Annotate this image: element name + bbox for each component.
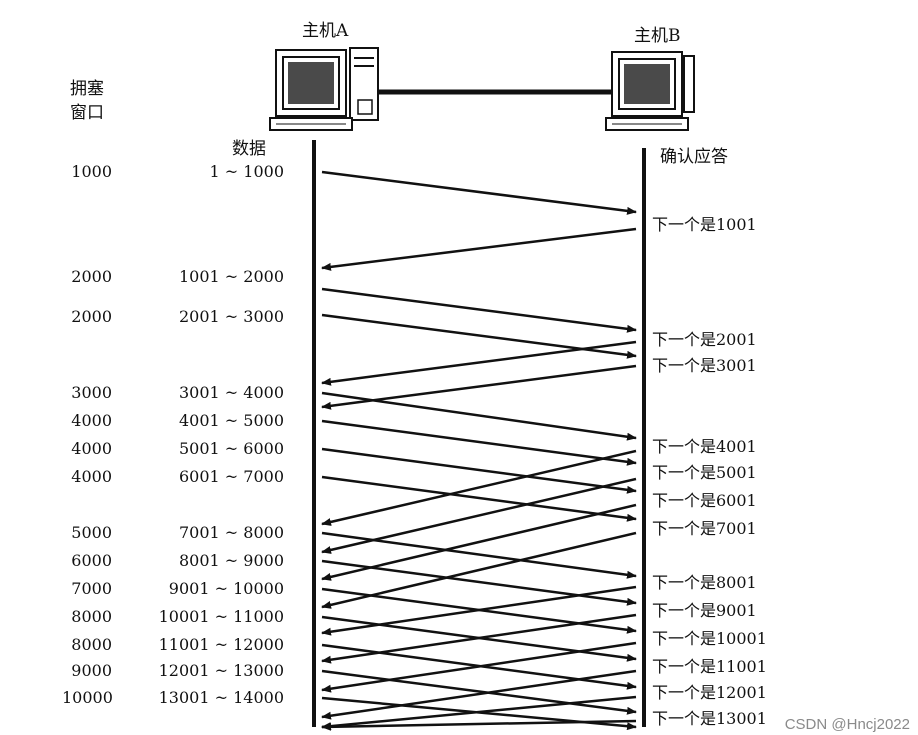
cwnd-value: 4000 [71,467,112,486]
ack-arrow [321,227,637,271]
data-segment-arrow [321,287,637,333]
data-range: 3001 ~ 4000 [178,383,284,402]
ack-label: 下一个是10001 [652,629,767,648]
ack-arrow [321,719,637,731]
ack-arrow [321,585,637,636]
data-range: 11001 ~ 12000 [158,635,284,654]
ack-arrow [321,477,637,554]
ack-label: 下一个是12001 [652,683,767,702]
cwnd-value: 6000 [71,551,112,570]
ack-arrow [321,613,637,664]
ack-label: 下一个是4001 [652,437,757,456]
packet-arrows [321,170,637,731]
host-a-label: 主机A [302,21,349,41]
ack-arrow [321,364,637,410]
cwnd-title-line1: 拥塞 [70,79,104,99]
cwnd-value: 4000 [71,439,112,458]
cwnd-value: 3000 [71,383,112,402]
ack-arrow [321,641,637,693]
data-range: 8001 ~ 9000 [178,551,284,570]
cwnd-value: 10000 [62,688,113,707]
data-title: 数据 [232,139,266,159]
ack-label: 下一个是6001 [652,491,757,510]
cwnd-value: 2000 [71,307,112,326]
computer-b-icon [605,51,695,131]
host-b-label: 主机B [634,26,681,46]
data-segment-arrow [321,170,637,215]
cwnd-value: 4000 [71,411,112,430]
cwnd-value: 7000 [71,579,112,598]
cwnd-value: 1000 [71,162,112,181]
data-range: 10001 ~ 11000 [158,607,284,626]
data-range: 2001 ~ 3000 [178,307,284,326]
cwnd-value: 5000 [71,523,112,542]
data-range: 1 ~ 1000 [209,162,284,181]
cwnd-value: 8000 [71,607,112,626]
data-segment-arrow [321,447,637,494]
data-segment-arrow [321,419,637,466]
data-range: 1001 ~ 2000 [178,267,284,286]
ack-label: 下一个是1001 [652,215,757,234]
watermark: CSDN @Hncj2022 [782,716,912,733]
computer-a-icon [269,47,379,131]
data-segment-arrow [321,313,637,359]
data-segment-arrow [321,669,637,715]
ack-label: 下一个是8001 [652,573,757,592]
cwnd-value: 8000 [71,635,112,654]
ack-arrow [321,503,637,581]
ack-arrow [321,340,637,386]
ack-label: 下一个是13001 [652,709,767,728]
data-segment-arrow [321,475,637,522]
ack-label: 下一个是2001 [652,330,757,349]
ack-title: 确认应答 [660,147,728,167]
data-range: 12001 ~ 13000 [158,661,284,680]
cwnd-title-line2: 窗口 [70,103,104,123]
ack-arrow [321,695,637,731]
cwnd-value: 2000 [71,267,112,286]
ack-label: 下一个是3001 [652,356,757,375]
data-range: 13001 ~ 14000 [158,688,284,707]
ack-label: 下一个是11001 [652,657,767,676]
data-range: 7001 ~ 8000 [178,523,284,542]
ack-label: 下一个是9001 [652,601,757,620]
data-range: 6001 ~ 7000 [178,467,284,486]
ack-label: 下一个是5001 [652,463,757,482]
data-range: 9001 ~ 10000 [168,579,284,598]
data-segment-arrow [321,559,637,606]
ack-arrow [321,449,637,526]
ack-arrow [321,669,637,720]
data-range: 5001 ~ 6000 [178,439,284,458]
ack-label: 下一个是7001 [652,519,757,538]
ack-arrow [321,531,637,609]
cwnd-value: 9000 [71,661,112,680]
data-range: 4001 ~ 5000 [178,411,284,430]
